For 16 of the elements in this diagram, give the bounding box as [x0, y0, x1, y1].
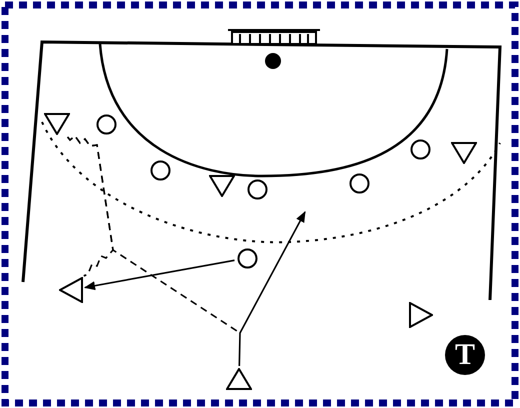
- defender-circle: [348, 172, 370, 194]
- trainer-marker: [445, 335, 485, 375]
- defender-circle: [96, 114, 116, 134]
- defender-circle: [246, 178, 268, 200]
- attacker-triangle: [59, 277, 83, 303]
- attacker-triangle: [226, 368, 252, 390]
- arrow: [238, 211, 306, 366]
- trainer-letter: T: [454, 340, 475, 370]
- defender-circle: [150, 160, 170, 180]
- defender-circle: [236, 248, 258, 268]
- defender-circle: [410, 138, 430, 160]
- attacker-triangle: [44, 113, 70, 135]
- arrow: [84, 260, 235, 290]
- attacker-triangle: [409, 302, 433, 328]
- attacker-triangle: [209, 175, 235, 197]
- attacker-triangle: [451, 142, 477, 164]
